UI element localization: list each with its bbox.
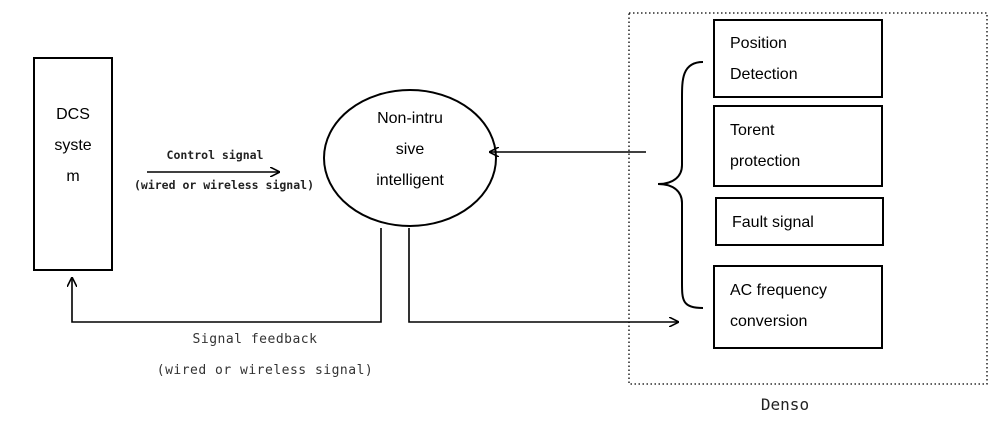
torent-protection-line: Torent	[730, 122, 775, 139]
fault-signal-label: Fault signal	[732, 207, 814, 238]
dcs-label-line: syste	[54, 137, 92, 154]
dcs-system-label: DCS syste m	[34, 99, 112, 192]
control-signal-sublabel: (wired or wireless signal)	[133, 178, 314, 192]
denso-container	[628, 12, 988, 385]
controller-label-line: sive	[395, 141, 425, 158]
ac-frequency-conversion-label: AC frequency conversion	[730, 275, 827, 337]
controller-circle	[323, 89, 497, 227]
denso-caption: Denso	[760, 395, 810, 414]
position-detection-label: Position Detection	[730, 28, 798, 90]
ac-frequency-conversion-line: AC frequency	[730, 282, 827, 299]
signal-feedback-arrow	[72, 228, 382, 323]
signal-feedback-label: Signal feedback	[192, 332, 318, 347]
torent-protection-label: Torent protection	[730, 115, 800, 177]
fault-signal-line: Fault signal	[732, 214, 814, 231]
ac-frequency-conversion-box	[713, 265, 883, 349]
ac-frequency-conversion-line: conversion	[730, 313, 808, 330]
dcs-label-line: DCS	[56, 106, 90, 123]
control-signal-label: Control signal	[166, 148, 264, 162]
position-detection-box	[713, 19, 883, 98]
dcs-label-line: m	[66, 168, 80, 185]
controller-label-line: Non-intru	[377, 110, 443, 127]
controller-label: Non-intru sive intelligent	[330, 103, 490, 196]
fault-signal-box	[715, 197, 884, 246]
denso-brace	[657, 61, 704, 309]
torent-protection-line: protection	[730, 153, 801, 170]
position-detection-line: Detection	[730, 66, 798, 83]
torent-protection-box	[713, 105, 883, 187]
position-detection-line: Position	[730, 35, 787, 52]
controller-to-denso-arrow	[408, 228, 678, 322]
signal-feedback-sublabel: (wired or wireless signal)	[156, 363, 374, 378]
controller-label-line: intelligent	[376, 172, 444, 189]
dcs-system-box	[33, 57, 113, 271]
